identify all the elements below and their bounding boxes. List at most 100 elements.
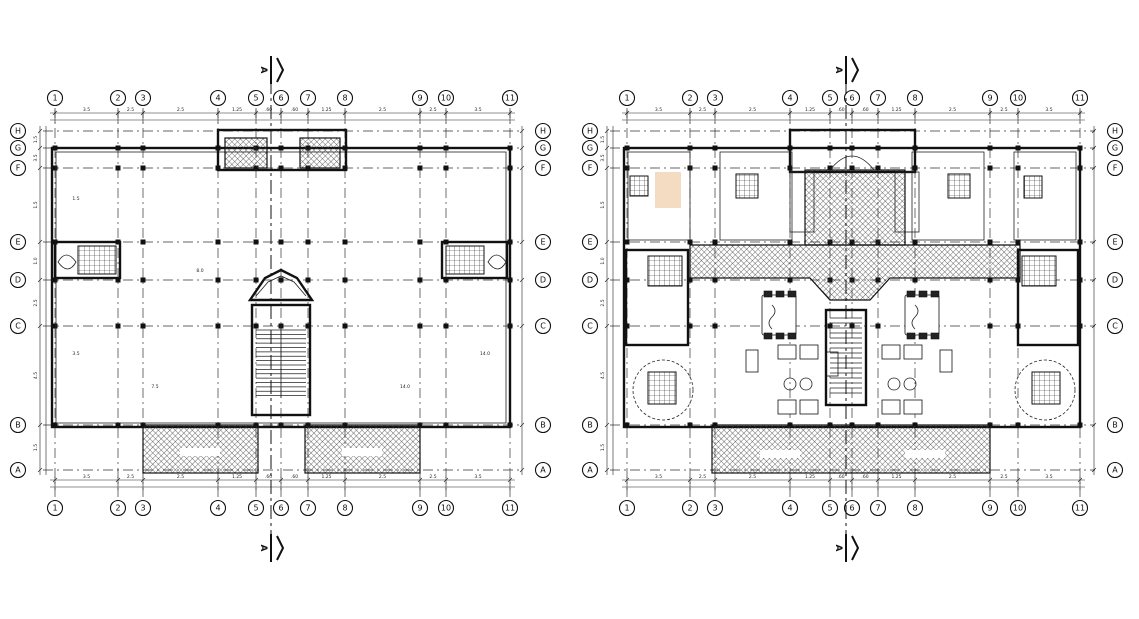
column-axis-bubble: 10 <box>1009 89 1027 107</box>
row-axis-bubble: D <box>9 271 27 289</box>
right-plan <box>610 108 1095 497</box>
row-axis-bubble: A <box>534 461 552 479</box>
row-axis-bubble: A <box>1106 461 1124 479</box>
column-axis-bubble: 9 <box>981 499 999 517</box>
dimension-value: 3.5 <box>600 154 606 161</box>
row-axis-bubble: F <box>581 159 599 177</box>
dimension-value: 2.5 <box>177 107 184 113</box>
column-axis-bubble: 5 <box>247 89 265 107</box>
dimension-value: 3.5 <box>474 107 481 113</box>
left-west-balcony <box>53 240 122 280</box>
left-plan: 1.5 3.5 8.0 7.5 14.0 14.0 <box>43 108 523 497</box>
column-axis-bubble: 3 <box>706 89 724 107</box>
column-axis-label: 8 <box>912 504 917 513</box>
left-dim-1: 1.5 <box>72 196 79 202</box>
column-axis-bubble: 3 <box>134 499 152 517</box>
row-axis-bubble: G <box>1106 139 1124 157</box>
right-bedroom-ne <box>1013 151 1077 241</box>
column-axis-bubble: 7 <box>869 89 887 107</box>
row-axis-label: H <box>540 127 546 136</box>
column-axis-label: 11 <box>1075 504 1085 513</box>
dimension-value: 2.5 <box>127 474 134 480</box>
row-axis-bubble: B <box>1106 416 1124 434</box>
dimension-value: 3.5 <box>474 474 481 480</box>
row-axis-label: H <box>1112 127 1118 136</box>
dimension-value: 2.5 <box>177 474 184 480</box>
column-axis-bubble: 5 <box>821 89 839 107</box>
column-axis-label: 5 <box>253 94 258 103</box>
column-axis-label: 11 <box>1075 94 1085 103</box>
column-axis-label: 1 <box>52 94 57 103</box>
row-axis-bubble: D <box>581 271 599 289</box>
column-axis-bubble: 7 <box>869 499 887 517</box>
column-axis-label: 9 <box>417 94 422 103</box>
dimension-value: 2.5 <box>379 474 386 480</box>
column-axis-label: 2 <box>687 504 692 513</box>
dimension-value: 1.25 <box>232 107 242 113</box>
column-axis-bubble: 9 <box>411 499 429 517</box>
dimension-value: 2.5 <box>429 474 436 480</box>
dimension-value: 2.5 <box>699 107 706 113</box>
column-axis-label: 7 <box>875 504 880 513</box>
section-cut-label: A <box>833 545 843 552</box>
column-axis-bubble: 2 <box>109 499 127 517</box>
row-axis-label: C <box>540 322 546 331</box>
column-axis-label: 5 <box>827 504 832 513</box>
column-axis-label: 5 <box>253 504 258 513</box>
row-axis-bubble: G <box>581 139 599 157</box>
row-axis-label: C <box>587 322 593 331</box>
dimension-value: 2.5 <box>749 107 756 113</box>
dimension-value: 1.25 <box>805 107 815 113</box>
column-axis-bubble: 1 <box>618 89 636 107</box>
dimension-value: 3.5 <box>83 107 90 113</box>
left-grid-lines <box>43 108 523 497</box>
dimension-value: 2.5 <box>600 299 606 306</box>
column-axis-bubble: 4 <box>209 89 227 107</box>
dimension-value: 2.5 <box>127 107 134 113</box>
column-axis-label: 9 <box>417 504 422 513</box>
column-axis-label: 3 <box>140 94 145 103</box>
right-lobby <box>804 169 906 246</box>
column-axis-label: 1 <box>52 504 57 513</box>
section-cut-label: A <box>258 67 268 74</box>
dimension-value: .60 <box>291 474 298 480</box>
column-axis-label: 7 <box>305 94 310 103</box>
right-bedroom-n1 <box>719 151 793 241</box>
row-axis-label: E <box>15 238 20 247</box>
left-dim-2: 3.5 <box>72 351 79 357</box>
column-axis-bubble: 5 <box>821 499 839 517</box>
row-axis-label: F <box>541 164 546 173</box>
column-axis-bubble: 11 <box>1071 499 1089 517</box>
left-stair <box>250 303 312 417</box>
dimension-value: .60 <box>837 474 844 480</box>
column-axis-bubble: 1 <box>618 499 636 517</box>
left-dim-5: 14.0 <box>400 384 410 390</box>
dimension-value: 2.5 <box>949 107 956 113</box>
column-axis-label: 9 <box>987 94 992 103</box>
row-axis-bubble: H <box>534 122 552 140</box>
right-round-room-west <box>632 359 694 421</box>
row-axis-label: G <box>1112 144 1118 153</box>
column-axis-label: 10 <box>441 504 451 513</box>
dimension-value: 1.25 <box>891 107 901 113</box>
dimension-value: 2.5 <box>699 474 706 480</box>
dimension-value: 3.5 <box>1045 474 1052 480</box>
left-top-bay <box>216 128 348 172</box>
left-dim-6: 14.0 <box>480 351 490 357</box>
dimension-value: 1.5 <box>33 444 39 451</box>
dining-table-left <box>761 290 797 340</box>
row-axis-label: D <box>15 276 21 285</box>
row-axis-bubble: C <box>1106 317 1124 335</box>
column-axis-label: 3 <box>712 94 717 103</box>
left-dim-4: 7.5 <box>151 384 158 390</box>
row-axis-bubble: B <box>534 416 552 434</box>
column-axis-label: 8 <box>342 504 347 513</box>
left-outer-wall <box>50 146 512 429</box>
column-axis-label: 8 <box>912 94 917 103</box>
row-axis-label: A <box>1112 466 1118 475</box>
dimension-value: 2.5 <box>949 474 956 480</box>
dimension-value: .60 <box>837 107 844 113</box>
row-axis-bubble: B <box>9 416 27 434</box>
row-axis-label: E <box>587 238 592 247</box>
